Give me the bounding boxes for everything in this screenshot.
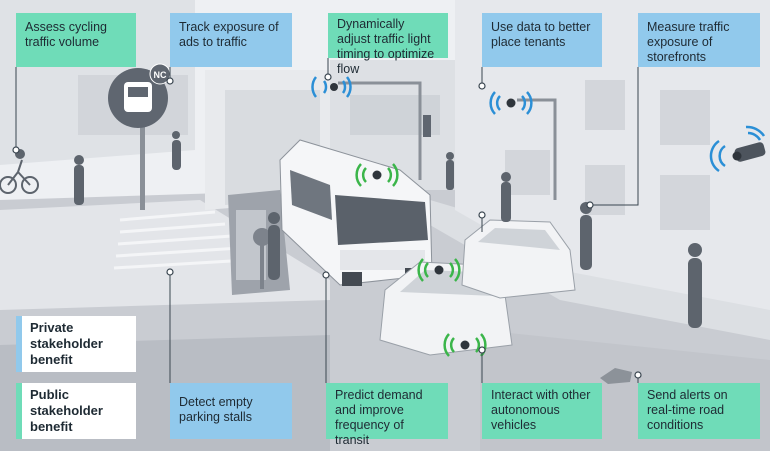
legend-public: Public stakeholder benefit (16, 383, 136, 439)
label-track-ads-text: Track exposure of ads to traffic (179, 20, 279, 49)
sensor-dots (330, 83, 742, 350)
street-lamp (517, 98, 557, 200)
legend-private-text: Private stakeholder benefit (30, 320, 103, 367)
right-building-windows (505, 80, 710, 230)
label-predict-demand: Predict demand and improve frequency of … (326, 383, 448, 447)
label-storefronts-text: Measure traffic exposure of storefronts (647, 20, 730, 64)
leader-dots (12, 73, 642, 379)
leader-lines (15, 58, 639, 383)
stop-sign-pole (260, 244, 264, 289)
nc-badge-text: NC (154, 70, 167, 80)
label-assess-cycling-text: Assess cycling traffic volume (25, 20, 107, 49)
label-storefronts: Measure traffic exposure of storefronts (638, 13, 760, 67)
label-parking-text: Detect empty parking stalls (179, 395, 253, 424)
bus-sign-pole (140, 105, 145, 210)
cyclist (0, 149, 39, 194)
label-parking: Detect empty parking stalls (170, 383, 292, 439)
sensor-lamp-icon (489, 91, 533, 115)
label-track-ads: Track exposure of ads to traffic (170, 13, 292, 67)
label-place-tenants: Use data to better place tenants (482, 13, 602, 67)
traffic-light-pole (338, 81, 422, 180)
legend-private: Private stakeholder benefit (16, 316, 136, 372)
legend-public-text: Public stakeholder benefit (30, 387, 103, 434)
label-traffic-light-text: Dynamically adjust traffic light timing … (337, 17, 435, 76)
sensor-traffic-light-icon (311, 76, 352, 98)
label-alerts-text: Send alerts on real-time road conditions (647, 388, 728, 432)
label-autonomous-text: Interact with other autonomous vehicles (491, 388, 591, 432)
pedestrians (74, 131, 702, 328)
sensor-car-middle-icon (417, 258, 461, 282)
label-autonomous: Interact with other autonomous vehicles (482, 383, 602, 439)
autonomous-car-right (461, 219, 576, 299)
label-predict-demand-text: Predict demand and improve frequency of … (335, 388, 423, 447)
traffic-light (423, 115, 431, 137)
sensor-wall-camera-icon (709, 125, 766, 173)
bus (279, 139, 433, 286)
stop-sign-head (253, 228, 271, 246)
sensor-signals (311, 76, 766, 357)
crosswalk (113, 210, 249, 270)
sensor-bus-icon (355, 163, 399, 187)
road-debris (600, 368, 632, 384)
bus-icon-window (128, 87, 148, 97)
label-place-tenants-text: Use data to better place tenants (491, 20, 591, 49)
label-traffic-light: Dynamically adjust traffic light timing … (328, 13, 448, 76)
label-assess-cycling: Assess cycling traffic volume (16, 13, 136, 67)
wall-camera (734, 142, 766, 162)
label-alerts: Send alerts on real-time road conditions (638, 383, 760, 439)
